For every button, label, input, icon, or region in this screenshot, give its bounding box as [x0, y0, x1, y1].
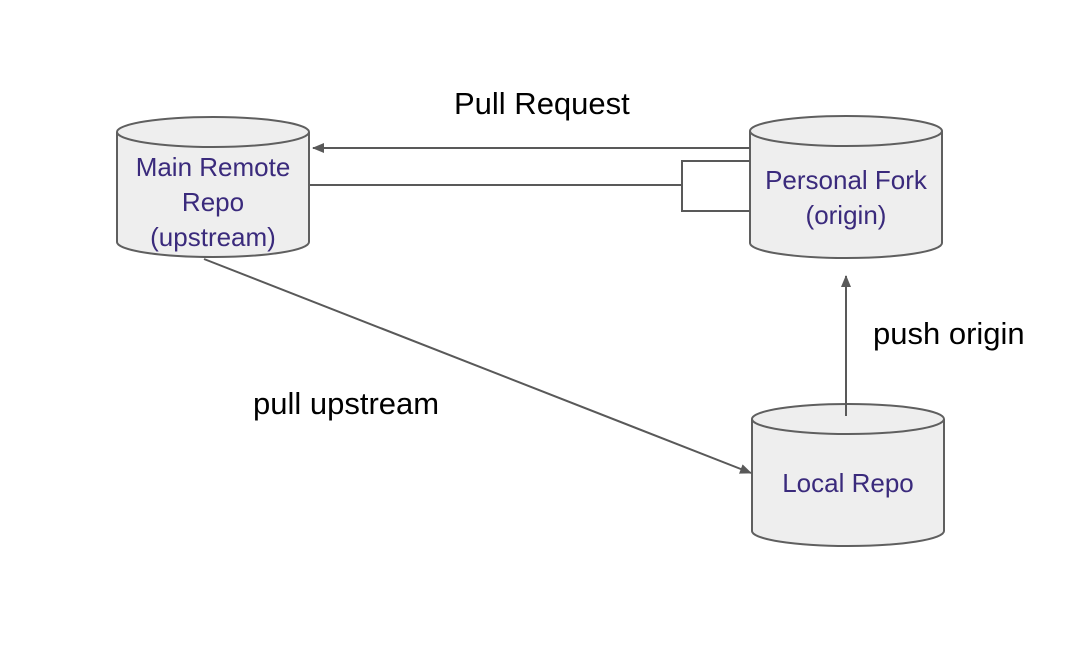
fork-connector-line	[310, 160, 750, 186]
pull-request-label: Pull Request	[454, 86, 630, 121]
push-origin-label: push origin	[873, 316, 1025, 351]
pull-upstream-label: pull upstream	[253, 386, 440, 421]
local-repo-cylinder	[751, 403, 945, 547]
local-repo-label: Local Repo	[748, 466, 948, 501]
fork-label-line-1: Personal Fork	[765, 165, 927, 195]
upstream-label-line-2: Repo	[181, 187, 245, 217]
fork-connector-bracket	[681, 185, 750, 212]
upstream-label-line-3: (upstream)	[150, 222, 276, 252]
upstream-repo-cylinder	[116, 116, 310, 258]
pull-upstream-arrow	[203, 258, 752, 474]
fork-label-line-2: (origin)	[805, 200, 887, 230]
upstream-label-line-1: Main Remote	[135, 152, 291, 182]
upstream-repo-label: Main Remote Repo (upstream)	[113, 150, 313, 255]
fork-repo-label: Personal Fork (origin)	[746, 163, 946, 233]
local-label-line-1: Local Repo	[782, 468, 914, 498]
fork-repo-cylinder	[749, 115, 943, 259]
